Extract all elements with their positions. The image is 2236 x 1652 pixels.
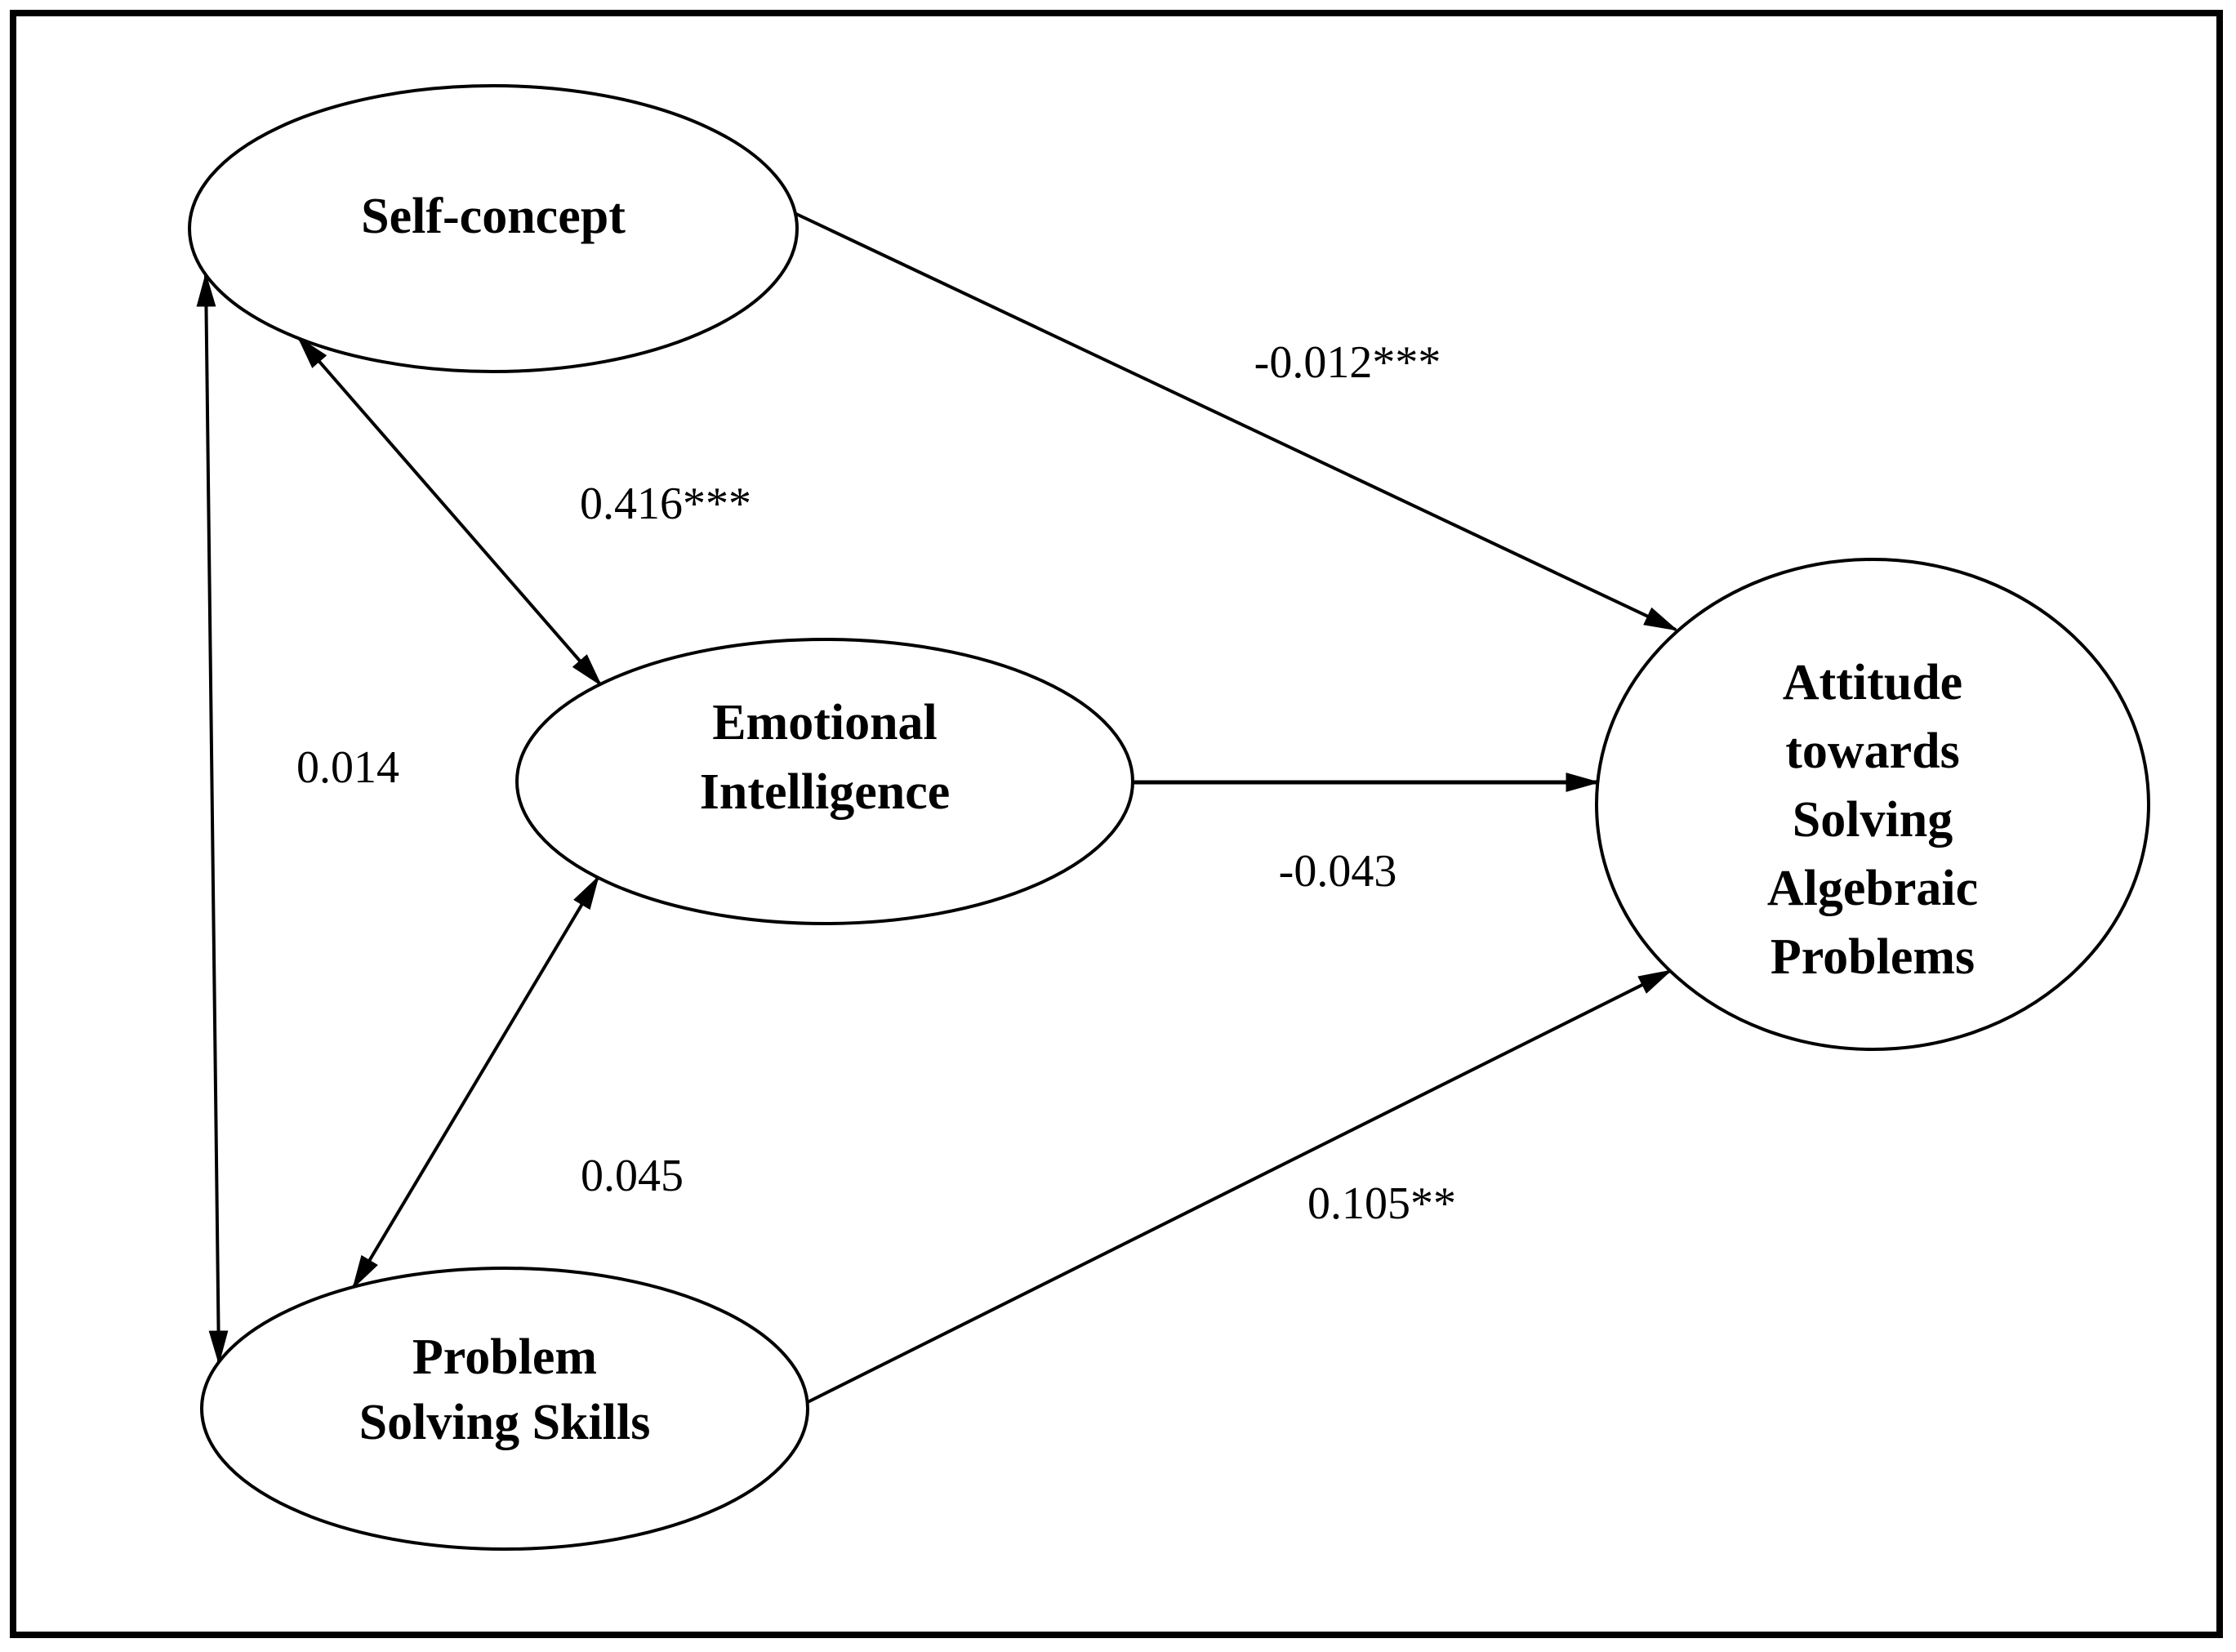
coefficient-problemsolving-emotionalintelligence: 0.045 — [581, 1151, 684, 1201]
problem-solving-skills-ellipse — [200, 1267, 809, 1551]
figure-border — [10, 10, 2223, 1638]
node-self-concept: Self-concept — [188, 84, 799, 373]
coefficient-selfconcept-attitude: -0.012*** — [1254, 337, 1441, 388]
node-emotional-intelligence: Emotional Intelligence — [515, 638, 1134, 925]
emotional-intelligence-label-line2: Intelligence — [700, 764, 951, 820]
coefficient-problemsolving-attitude: 0.105** — [1307, 1178, 1456, 1229]
self-concept-ellipse — [188, 84, 799, 373]
attitude-label-line5: Problems — [1771, 929, 1975, 985]
self-concept-label: Self-concept — [361, 189, 626, 244]
attitude-label-line2: towards — [1785, 724, 1960, 779]
emotional-intelligence-label-line1: Emotional — [712, 695, 938, 750]
emotional-intelligence-ellipse — [515, 638, 1134, 925]
path-problemsolving-to-attitude — [807, 969, 1673, 1404]
problem-solving-skills-label-line2: Solving Skills — [359, 1395, 651, 1450]
attitude-label-line3: Solving — [1793, 792, 1953, 848]
problem-solving-skills-label-line1: Problem — [412, 1329, 597, 1385]
path-problemsolving-emotionalintelligence — [352, 875, 599, 1290]
node-attitude: Attitude towards Solving Algebraic Probl… — [1595, 558, 2150, 1051]
path-selfconcept-to-attitude — [795, 212, 1679, 631]
coefficient-selfconcept-emotionalintelligence: 0.416*** — [580, 479, 751, 529]
path-selfconcept-problemsolving — [196, 272, 229, 1365]
attitude-label-line1: Attitude — [1783, 655, 1962, 710]
path-selfconcept-emotionalintelligence — [296, 336, 603, 687]
attitude-label-line4: Algebraic — [1767, 861, 1978, 916]
attitude-ellipse — [1595, 558, 2150, 1051]
coefficient-emotionalintelligence-attitude: -0.043 — [1279, 846, 1397, 897]
node-problem-solving-skills: Problem Solving Skills — [200, 1267, 809, 1551]
coefficient-selfconcept-problemsolving: 0.014 — [296, 742, 399, 793]
